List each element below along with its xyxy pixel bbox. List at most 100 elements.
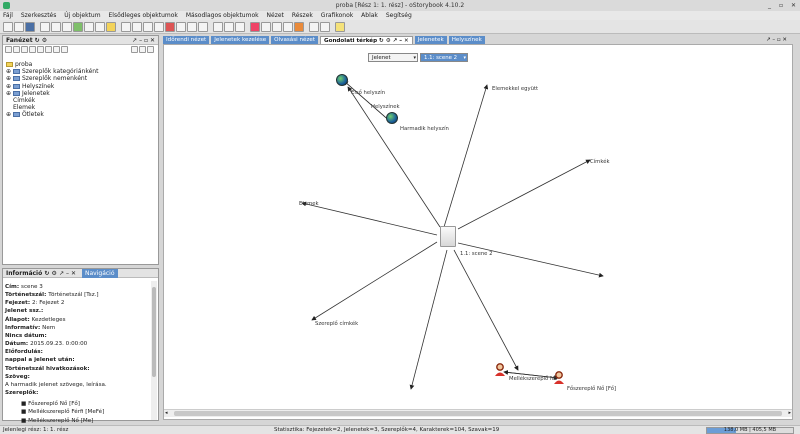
location-globe-icon[interactable]	[336, 74, 348, 86]
tree-expand-icon[interactable]	[131, 46, 138, 53]
panel-controls[interactable]: ↗ – ✕	[59, 270, 76, 277]
list-icon[interactable]	[198, 22, 208, 32]
reading-view-icon[interactable]	[154, 22, 164, 32]
tree-filter-icon[interactable]	[53, 46, 60, 53]
idea-icon[interactable]	[106, 22, 116, 32]
menu-parts[interactable]: Részek	[291, 12, 313, 19]
female-character-icon[interactable]	[553, 371, 565, 384]
node-with-items[interactable]: Elemekkel együtt	[492, 86, 539, 92]
tab-reading[interactable]: Olvasási nézet	[271, 36, 319, 44]
edge	[453, 249, 519, 371]
edge	[409, 249, 448, 390]
scene-select[interactable]: 1.1: scene 2▾	[420, 53, 468, 62]
stats-icon[interactable]	[187, 22, 197, 32]
chrono-view-icon[interactable]	[121, 22, 131, 32]
scroll-thumb[interactable]	[152, 287, 156, 377]
tree-filter-icon[interactable]	[45, 46, 52, 53]
print-icon[interactable]	[272, 22, 282, 32]
manage-view-icon[interactable]	[143, 22, 153, 32]
info-row: Történetszál hivatkozások:	[5, 365, 90, 372]
delete-icon[interactable]	[250, 22, 260, 32]
chart-icon[interactable]	[176, 22, 186, 32]
tag-icon[interactable]	[84, 22, 94, 32]
tree-filter-icon[interactable]	[37, 46, 44, 53]
node-main-female[interactable]: Főszereplő Nő [Fő]	[567, 386, 617, 392]
tree-item[interactable]: ⊕ Ötletek	[6, 111, 44, 119]
mindmap-canvas[interactable]: Jelenet▾ 1.1: scene 2▾ Első helyszín Hel…	[163, 44, 793, 420]
node-supporting-female[interactable]: Mellékszereplő Nő	[509, 376, 558, 382]
location-icon[interactable]	[73, 22, 83, 32]
tree-options-icon[interactable]	[147, 46, 154, 53]
node-third-location[interactable]: Harmadik helyszín	[400, 126, 449, 132]
book-view-icon[interactable]	[132, 22, 142, 32]
menu-primary-objects[interactable]: Elsődleges objektumok	[108, 12, 178, 19]
scroll-thumb[interactable]	[174, 411, 782, 416]
menu-file[interactable]: Fájl	[3, 12, 13, 19]
panel-controls[interactable]: ↗ – ▫ ✕	[132, 37, 155, 44]
node-locations[interactable]: Helyszínek	[371, 104, 400, 110]
search-icon[interactable]	[283, 22, 293, 32]
location-globe-icon[interactable]	[386, 112, 398, 124]
new-file-icon[interactable]	[3, 22, 13, 32]
maximize-icon[interactable]: ▫	[778, 2, 784, 9]
links-icon[interactable]	[213, 22, 223, 32]
scroll-left-icon[interactable]: ◂	[165, 410, 168, 416]
export-icon[interactable]	[261, 22, 271, 32]
minimize-icon[interactable]: _	[768, 2, 772, 9]
tree-item[interactable]: Címkék	[13, 97, 36, 105]
female-character-icon[interactable]	[494, 363, 506, 376]
tab-navigation[interactable]: Navigáció	[82, 269, 118, 278]
zoom-icon[interactable]	[235, 22, 245, 32]
tree-filter-icon[interactable]	[21, 46, 28, 53]
tip-icon[interactable]	[335, 22, 345, 32]
tree-root[interactable]: proba	[6, 61, 98, 68]
node-first-location[interactable]: Első helyszín	[351, 90, 386, 96]
info-scrollbar[interactable]	[151, 281, 157, 420]
menu-edit[interactable]: Szerkesztés	[20, 12, 57, 19]
item-icon[interactable]	[95, 22, 105, 32]
tree-item[interactable]: ⊕ Szereplők kategóriánként	[6, 68, 99, 76]
menu-view[interactable]: Nézet	[266, 12, 284, 19]
tree-item[interactable]: ⊕ Szereplők nemenként	[6, 75, 88, 83]
menu-charts[interactable]: Grafikonok	[320, 12, 354, 19]
menu-window[interactable]: Ablak	[361, 12, 378, 19]
scene-document-icon[interactable]	[440, 226, 456, 247]
main-panel-controls[interactable]: ↗ – ▫ ✕	[766, 37, 787, 43]
forward-icon[interactable]	[320, 22, 330, 32]
preview-icon[interactable]	[224, 22, 234, 32]
tree-filter-icon[interactable]	[61, 46, 68, 53]
node-tags[interactable]: Címkék	[590, 159, 610, 165]
menu-new-object[interactable]: Új objektum	[64, 12, 101, 19]
tab-locations[interactable]: Helyszínek	[448, 36, 485, 44]
chapter-icon[interactable]	[40, 22, 50, 32]
back-icon[interactable]	[309, 22, 319, 32]
tree-item[interactable]: ⊕ Helyszínek	[6, 82, 55, 90]
tab-manage-scenes[interactable]: Jelenetek kezelése	[211, 36, 270, 44]
node-character-tags[interactable]: Szereplő címkék	[315, 321, 359, 327]
memoria-view-icon[interactable]	[165, 22, 175, 32]
open-file-icon[interactable]	[14, 22, 24, 32]
mindmap-hscrollbar[interactable]: ◂ ▸	[164, 409, 792, 417]
menu-secondary-objects[interactable]: Másodlagos objektumok	[185, 12, 259, 19]
tab-mindmap[interactable]: Gondolati térkép ↻ ⚙ ↗ – ✕	[320, 36, 413, 44]
tree-item[interactable]: Elemek	[13, 104, 36, 112]
tree-collapse-icon[interactable]	[139, 46, 146, 53]
node-items[interactable]: Elemek	[299, 201, 319, 207]
scroll-right-icon[interactable]: ▸	[788, 410, 791, 416]
save-icon[interactable]	[25, 22, 35, 32]
close-icon[interactable]: ✕	[790, 2, 796, 9]
object-type-select[interactable]: Jelenet▾	[368, 53, 418, 62]
tree-filter-icon[interactable]	[29, 46, 36, 53]
tree-item[interactable]: ⊕ Jelenetek	[6, 89, 50, 97]
character-icon[interactable]	[62, 22, 72, 32]
memory-indicator[interactable]: 138,0 MB | 405,5 MB	[706, 427, 794, 434]
menu-help[interactable]: Segítség	[385, 12, 412, 19]
settings-icon[interactable]	[294, 22, 304, 32]
tree-filter-icon[interactable]	[5, 46, 12, 53]
node-center-scene[interactable]: 1.1: scene 2	[460, 251, 493, 257]
tree-filter-icon[interactable]	[13, 46, 20, 53]
edge	[347, 86, 441, 228]
tab-scenes[interactable]: Jelenetek	[414, 36, 447, 44]
scene-icon[interactable]	[51, 22, 61, 32]
tab-chrono[interactable]: Időrendi nézet	[163, 36, 210, 44]
